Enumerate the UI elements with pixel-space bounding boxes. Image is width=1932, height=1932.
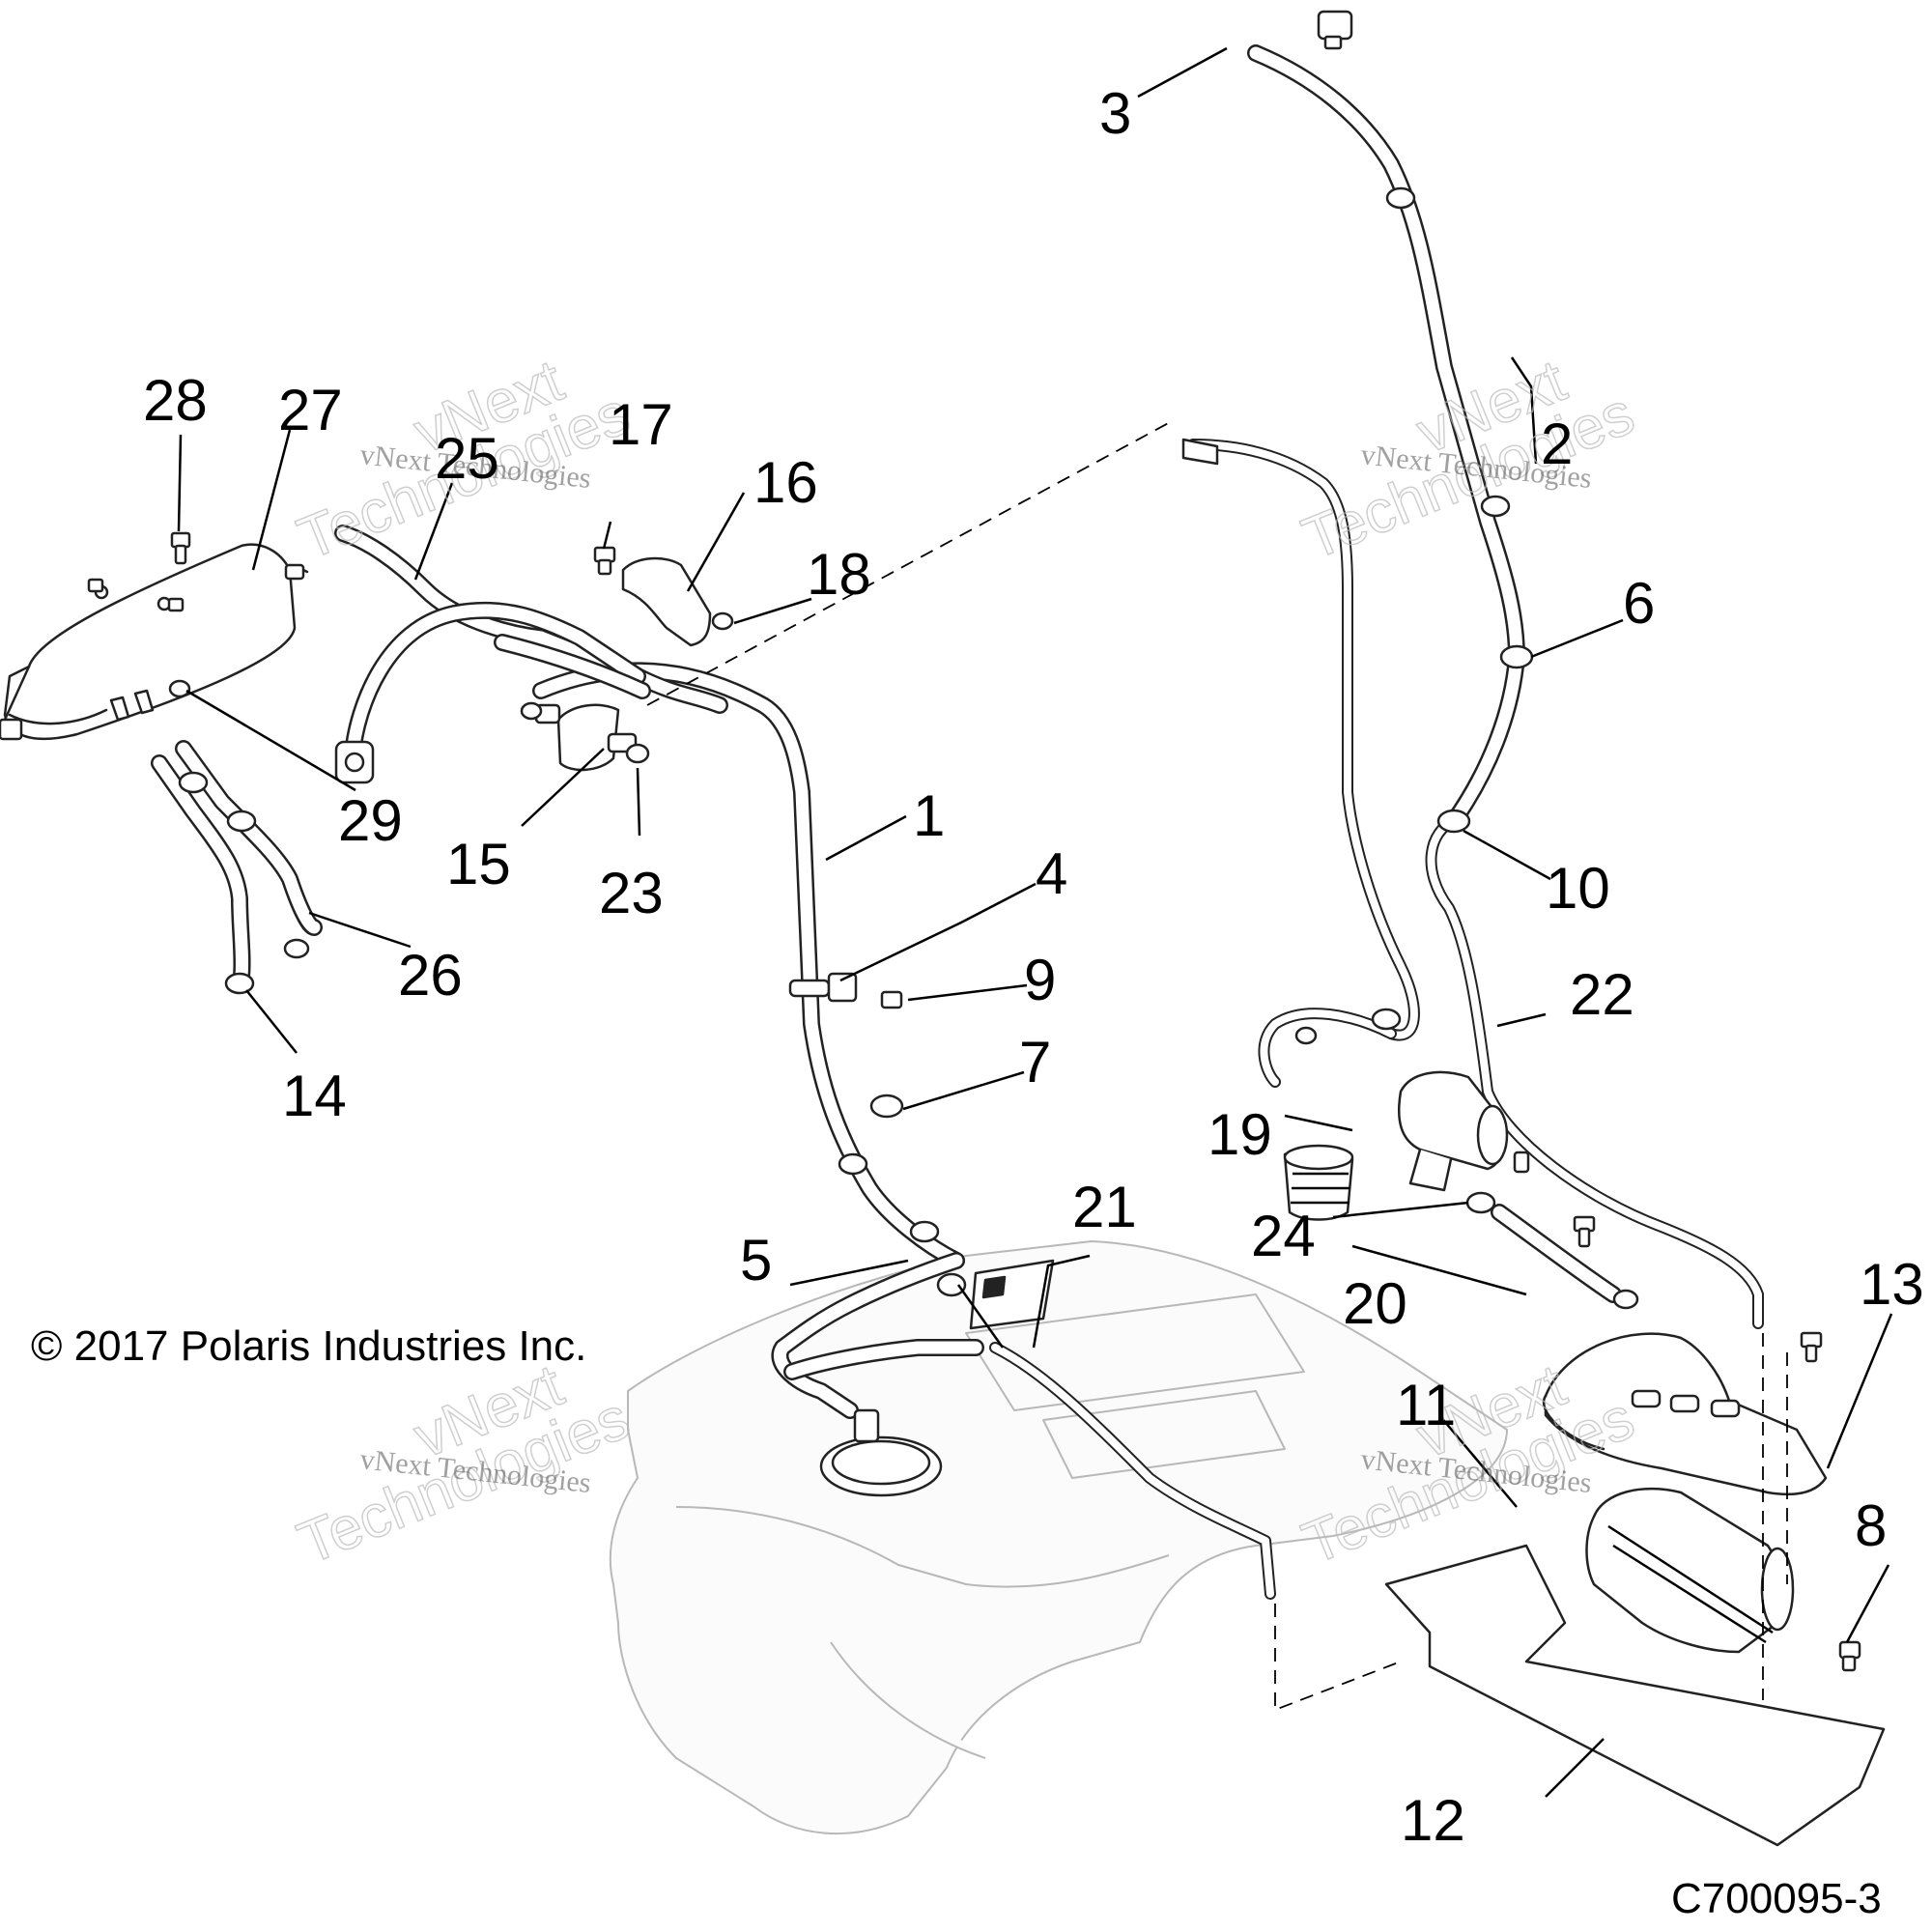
- bolt-9: [880, 990, 903, 1009]
- bolt-8: [1800, 1331, 1861, 1672]
- callout-28: 28: [143, 368, 208, 433]
- vent-line-21: [989, 1342, 1276, 1600]
- fuel-tank: [609, 1240, 1508, 1835]
- callout-4: 4: [1036, 841, 1067, 906]
- heat-shield-13: [1542, 1332, 1828, 1496]
- alignment-lines: [646, 419, 1788, 1712]
- vent-hose-1: [532, 662, 965, 1269]
- callout-19: 19: [1208, 1102, 1272, 1167]
- clamp-23: [625, 743, 650, 764]
- clamp-3: [1317, 10, 1353, 50]
- hose-20: [1491, 1204, 1622, 1303]
- tank-hose-assembly: [771, 1252, 984, 1443]
- clamp-24: [1465, 1191, 1496, 1214]
- washer-29: [168, 679, 191, 698]
- callout-24: 24: [1251, 1204, 1316, 1268]
- clamp-22-end: [1294, 1008, 1402, 1045]
- leader-lines: [177, 46, 1893, 1798]
- figure-id: C700095-3: [1671, 1875, 1882, 1922]
- clamp-10: [1436, 809, 1471, 834]
- callout-25: 25: [435, 426, 499, 491]
- watermark-top-right: vNext Technologies vNext Technologies: [1293, 347, 1644, 574]
- clamp-5: [838, 1152, 967, 1297]
- canister-11: [1585, 1487, 1795, 1654]
- callout-23: 23: [599, 861, 664, 925]
- vent-hose-2: [1247, 44, 1525, 830]
- callout-10: 10: [1546, 856, 1610, 921]
- callout-21: 21: [1072, 1175, 1137, 1239]
- watermark-bottom-left: vNext Technologies vNext Technologies: [289, 1351, 639, 1578]
- callout-12: 12: [1401, 1788, 1465, 1853]
- callout-16: 16: [753, 450, 818, 515]
- callout-15: 15: [446, 832, 511, 896]
- clamp-20: [1612, 1289, 1639, 1310]
- valve-15: [520, 701, 638, 772]
- copyright-text: © 2017 Polaris Industries Inc.: [31, 1322, 586, 1370]
- nut-18: [711, 611, 734, 631]
- canister-19: [1397, 1070, 1530, 1192]
- bracket-16: [621, 556, 712, 647]
- hose-end-fitting: [334, 740, 375, 784]
- callout-11: 11: [1396, 1373, 1456, 1437]
- clamp-7: [869, 1094, 904, 1119]
- fastener-17: [593, 546, 616, 576]
- vent-hose-22: [1181, 438, 1764, 1329]
- callout-13: 13: [1860, 1252, 1924, 1317]
- callout-8: 8: [1855, 1493, 1887, 1558]
- callout-5: 5: [740, 1228, 772, 1293]
- bolt-28: [87, 531, 191, 612]
- reservoir-27: [0, 543, 309, 741]
- bolt-upper: [1573, 1215, 1596, 1248]
- callout-14: 14: [282, 1064, 347, 1128]
- callout-18: 18: [807, 542, 871, 607]
- vent-hose-25: [334, 525, 728, 762]
- callout-labels: 1 2 3 4 5 6 7 8 9 10 11 12 13 14 15 16 1…: [143, 81, 1924, 1853]
- fuel-pump-ring: [819, 1435, 943, 1497]
- callout-1: 1: [913, 783, 945, 848]
- callout-29: 29: [338, 788, 403, 853]
- callout-6: 6: [1623, 571, 1655, 636]
- filler-neck: [1283, 1144, 1354, 1221]
- tank-decal: [969, 1259, 1055, 1330]
- callout-7: 7: [1019, 1030, 1051, 1094]
- hose-pair-26: [109, 689, 323, 984]
- plate-12: [1384, 1544, 1886, 1847]
- clamp-6: [1385, 186, 1534, 669]
- callout-17: 17: [609, 392, 673, 457]
- callout-22: 22: [1570, 962, 1634, 1027]
- callout-9: 9: [1024, 948, 1056, 1012]
- callout-27: 27: [278, 378, 343, 442]
- callout-3: 3: [1099, 81, 1131, 146]
- callout-20: 20: [1343, 1271, 1407, 1336]
- clamp-14: [178, 771, 310, 995]
- callout-26: 26: [398, 943, 463, 1008]
- callout-2: 2: [1541, 412, 1573, 476]
- clamp-4: [788, 972, 858, 1003]
